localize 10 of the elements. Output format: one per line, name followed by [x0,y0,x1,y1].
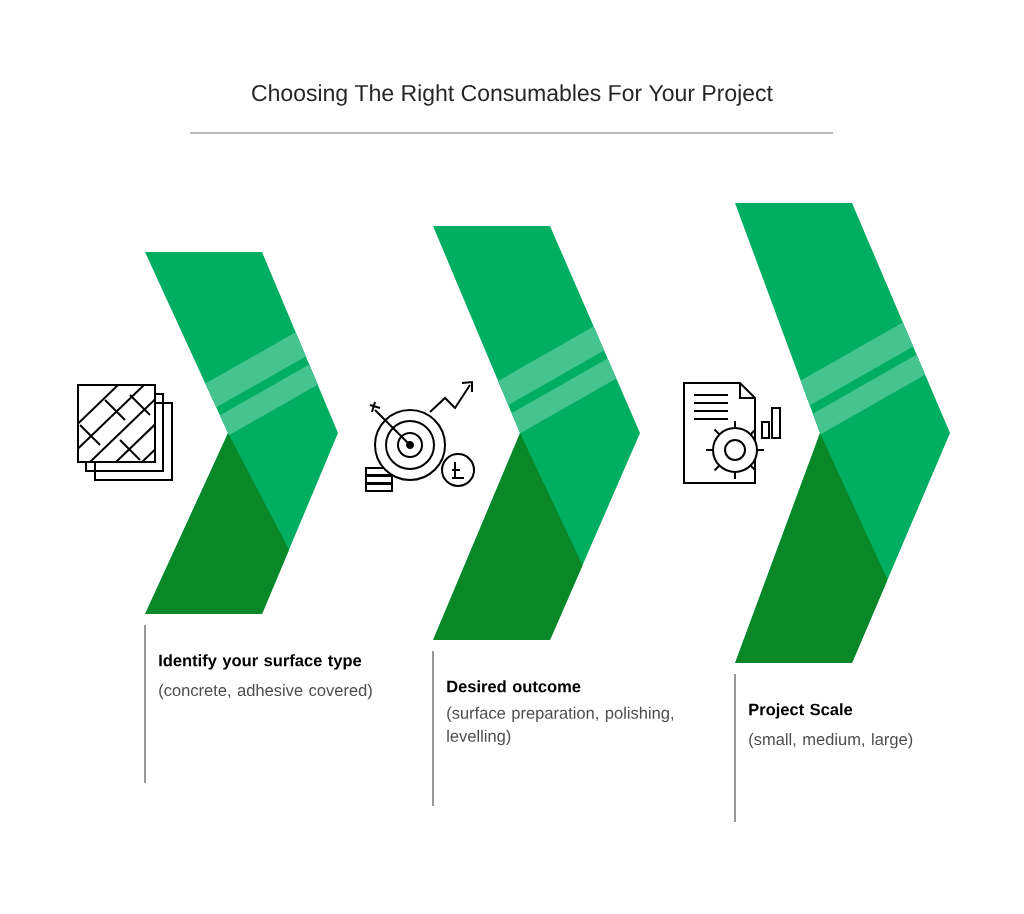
title: Choosing The Right Consumables For Your Project [252,84,773,106]
chevron-arrow [735,203,950,663]
step-heading: Desired outcome [447,680,581,693]
chevron-arrow [145,252,338,614]
step-description: (small, medium, large) [749,733,913,749]
step-description: (concrete, adhesive covered) [159,684,372,700]
step-description: (surface preparation, polishing, levelling) [447,706,674,746]
chevron-arrow [433,226,640,640]
step-heading: Identify your surface type [159,654,362,670]
step-heading: Project Scale [749,703,853,719]
